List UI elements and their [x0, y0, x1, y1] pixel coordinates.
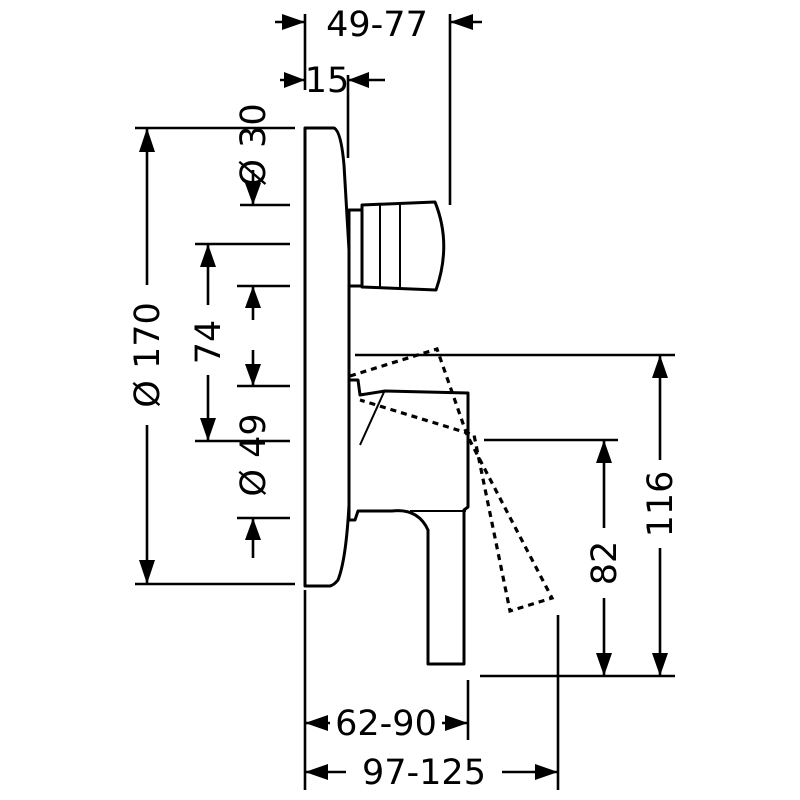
mixer-lever: [347, 378, 470, 666]
dim-label-diameter-49: Ø 49: [234, 413, 274, 496]
dim-label-74: 74: [189, 320, 229, 365]
dimension-labels: 49-77 15 Ø 30 Ø 170 74 Ø 49 116 82 62-90…: [128, 5, 681, 793]
extension-lines: [135, 14, 675, 790]
dim-label-diameter-170: Ø 170: [128, 302, 168, 407]
escutcheon-plate: [303, 126, 351, 588]
dim-label-116: 116: [641, 471, 681, 538]
lever-open-position-outline: [349, 347, 555, 614]
diverter-knob: [360, 200, 446, 292]
dimension-lines: [139, 14, 668, 780]
product-outline: [303, 126, 470, 666]
dim-label-97-125: 97-125: [362, 753, 486, 793]
dim-label-49-77: 49-77: [326, 5, 428, 45]
dim-label-15: 15: [305, 61, 350, 101]
dim-label-82: 82: [585, 541, 625, 586]
dim-label-62-90: 62-90: [335, 704, 437, 744]
dim-label-diameter-30: Ø 30: [234, 103, 274, 186]
